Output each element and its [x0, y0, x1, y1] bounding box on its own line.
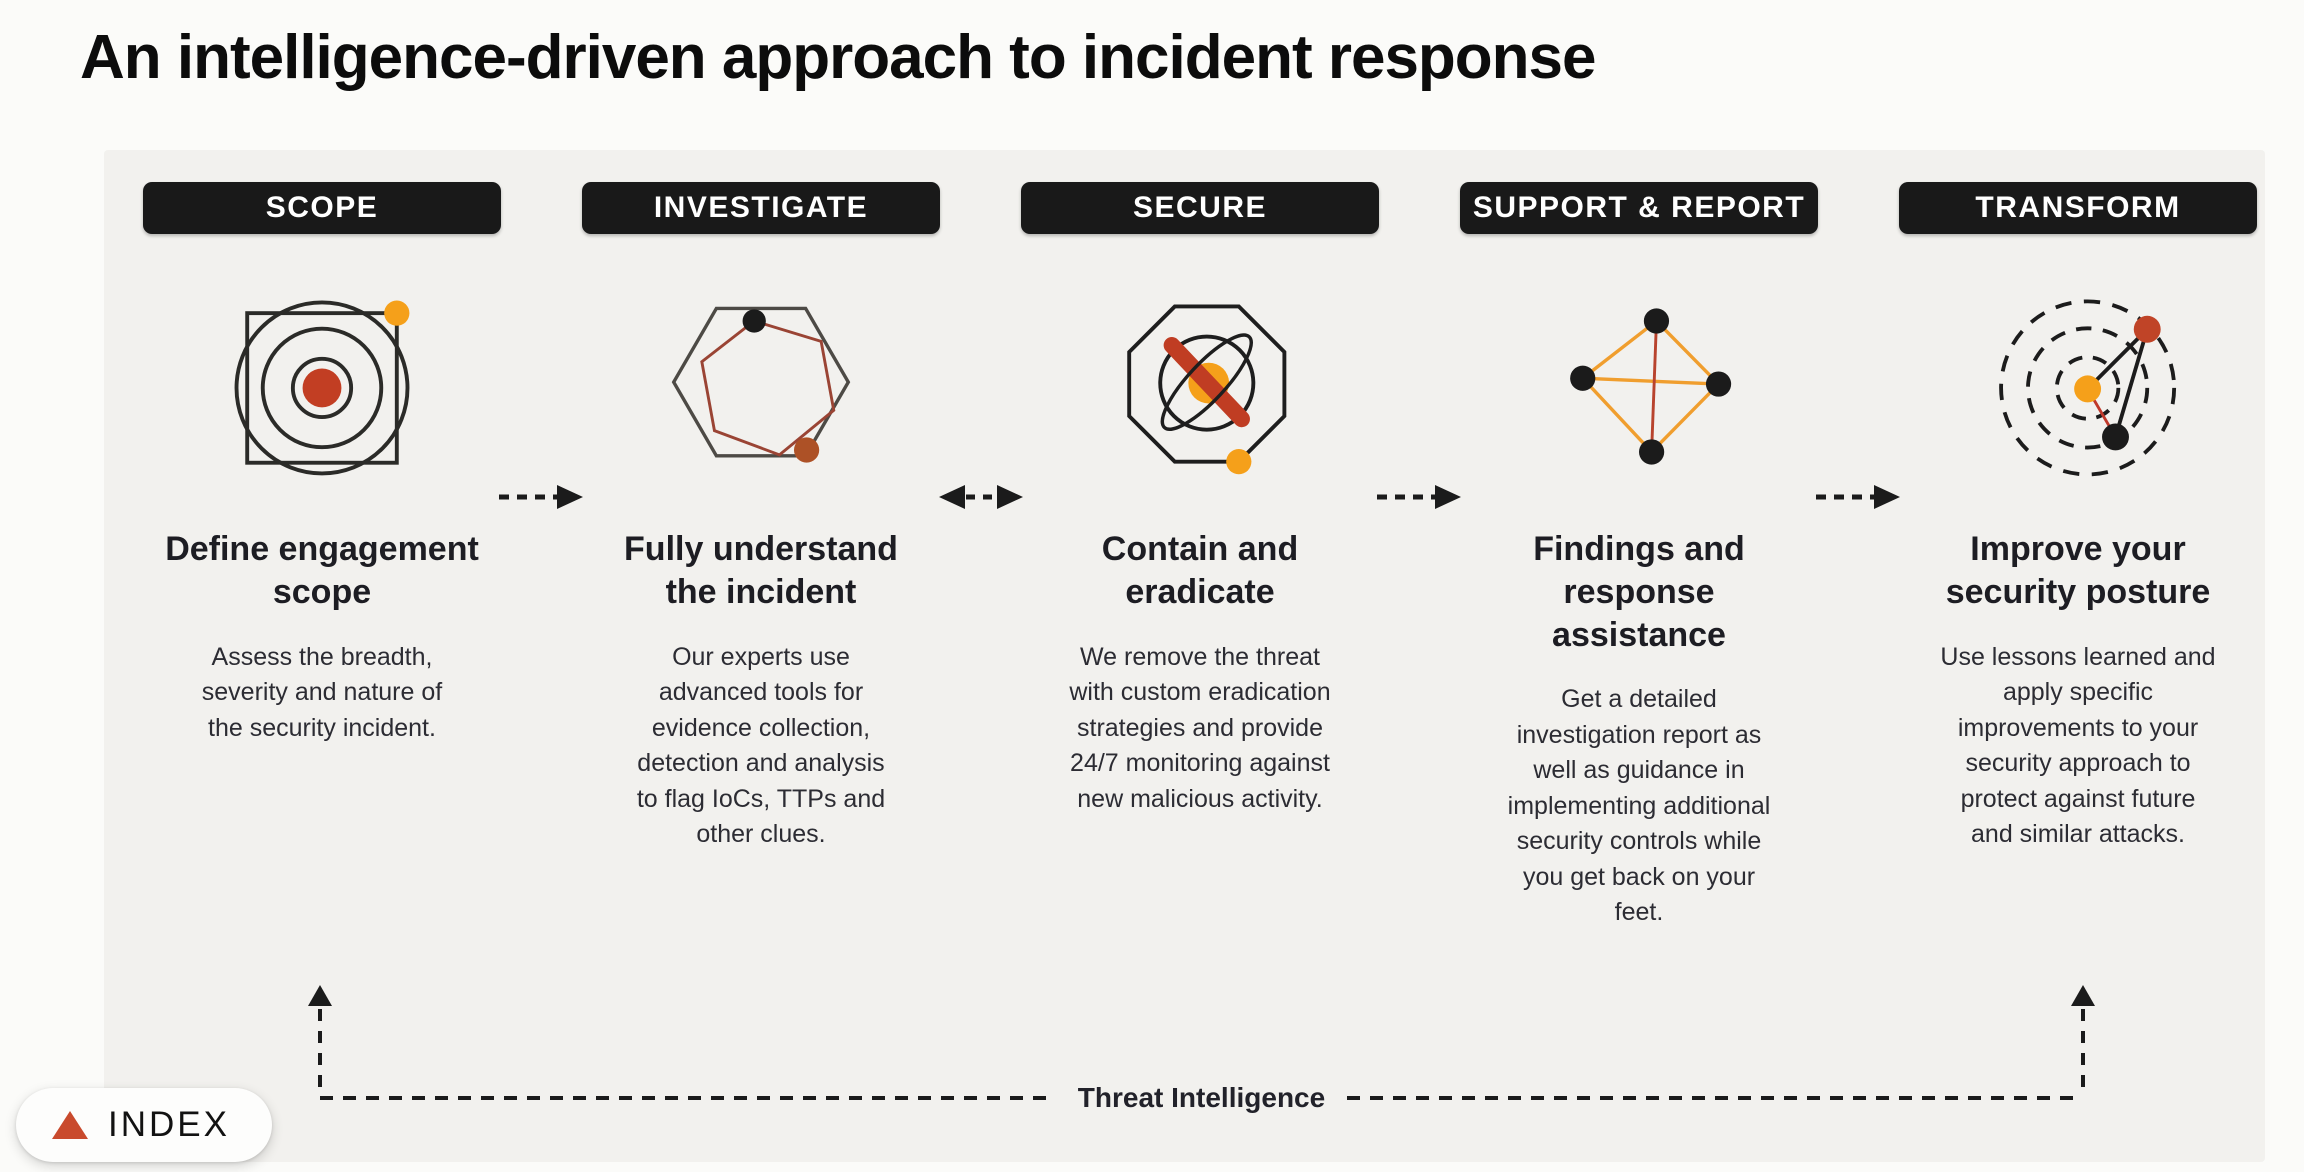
- stage-secure: SECURE Contain and eradicate We remove t…: [980, 182, 1420, 817]
- target-scope-icon: [102, 280, 542, 492]
- stage-transform: TRANSFORM Improve your security posture …: [1858, 182, 2298, 853]
- stage-badge-secure: SECURE: [1021, 182, 1379, 234]
- network-diamond-icon: [1419, 280, 1859, 492]
- hexagon-evidence-icon: [541, 280, 981, 492]
- stage-badge-scope: SCOPE: [143, 182, 501, 234]
- threat-intelligence-label: Threat Intelligence: [1077, 1082, 1326, 1113]
- stage-heading: Contain and eradicate: [1101, 530, 1299, 611]
- diagram-panel: [104, 150, 2265, 1162]
- arrow-up-icon: [2071, 985, 2095, 1006]
- stage-description: Assess the breadth, severity and nature …: [201, 642, 443, 742]
- stage-description: We remove the threat with custom eradica…: [1069, 642, 1331, 813]
- stage-heading: Define engagement scope: [165, 530, 479, 611]
- stage-investigate: INVESTIGATE Fully understand the inciden…: [541, 182, 981, 853]
- dashed-arrow-right-icon: [1816, 485, 1900, 509]
- stage-description: Use lessons learned and apply specific i…: [1940, 642, 2216, 849]
- stage-description: Our experts use advanced tools for evide…: [636, 642, 886, 849]
- page-title: An intelligence-driven approach to incid…: [80, 23, 1597, 92]
- radar-improve-icon: [1858, 280, 2298, 492]
- dashed-vertical-line: [2081, 1009, 2085, 1096]
- stage-description: Get a detailed investigation report as w…: [1507, 685, 1771, 927]
- dashed-arrow-right-icon: [499, 485, 583, 509]
- dashed-vertical-line: [318, 1009, 322, 1096]
- dashed-horizontal-line: [320, 1096, 1056, 1100]
- index-button-label: INDEX: [108, 1105, 230, 1144]
- threat-intelligence-connector: Threat Intelligence: [308, 985, 2095, 1113]
- octagon-block-icon: [980, 280, 1420, 492]
- dashed-arrow-double-icon: [939, 485, 1023, 509]
- stage-support-report: SUPPORT & REPORT Findings and response a…: [1419, 182, 1859, 931]
- stage-scope: SCOPE Define engagement scope Assess the…: [102, 182, 542, 746]
- stage-badge-transform: TRANSFORM: [1899, 182, 2257, 234]
- stage-badge-support-report: SUPPORT & REPORT: [1460, 182, 1818, 234]
- stage-heading: Findings and response assistance: [1533, 530, 1745, 654]
- triangle-up-icon: [52, 1111, 88, 1139]
- dashed-arrow-right-icon: [1377, 485, 1461, 509]
- index-button[interactable]: INDEX: [16, 1088, 272, 1162]
- stage-heading: Fully understand the incident: [624, 530, 898, 611]
- dashed-horizontal-line: [1347, 1096, 2083, 1100]
- stage-heading: Improve your security posture: [1945, 530, 2211, 611]
- arrow-up-icon: [308, 985, 332, 1006]
- stage-badge-investigate: INVESTIGATE: [582, 182, 940, 234]
